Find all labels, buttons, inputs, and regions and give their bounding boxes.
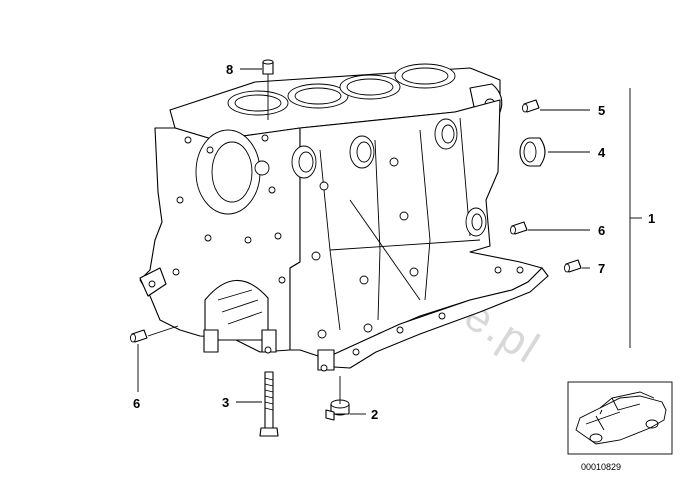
plug-2 bbox=[325, 399, 350, 421]
callout-2: 2 bbox=[371, 407, 378, 422]
callout-5: 5 bbox=[598, 103, 605, 118]
callout-6-right: 6 bbox=[598, 223, 605, 238]
callout-3: 3 bbox=[222, 395, 229, 410]
dowel-sleeve-7 bbox=[564, 259, 582, 273]
seal-ring-4 bbox=[519, 137, 546, 167]
callout-8: 8 bbox=[226, 62, 233, 77]
dowel-sleeve-5 bbox=[522, 99, 540, 113]
callout-7: 7 bbox=[598, 261, 605, 276]
thumbnail-code: 00010829 bbox=[581, 462, 621, 472]
callout-4: 4 bbox=[598, 145, 606, 160]
bolt-3 bbox=[259, 371, 279, 437]
callout-6-left: 6 bbox=[133, 396, 140, 411]
car-silhouette bbox=[575, 391, 667, 445]
vehicle-thumbnail: 00010829 bbox=[567, 381, 673, 472]
callout-1: 1 bbox=[648, 211, 655, 226]
leader-lines bbox=[137, 68, 642, 415]
engine-block bbox=[139, 63, 549, 372]
dowel-sleeve-8 bbox=[262, 59, 274, 75]
dowel-sleeve-6-left bbox=[130, 329, 148, 343]
dowel-sleeve-6-right bbox=[510, 221, 528, 235]
